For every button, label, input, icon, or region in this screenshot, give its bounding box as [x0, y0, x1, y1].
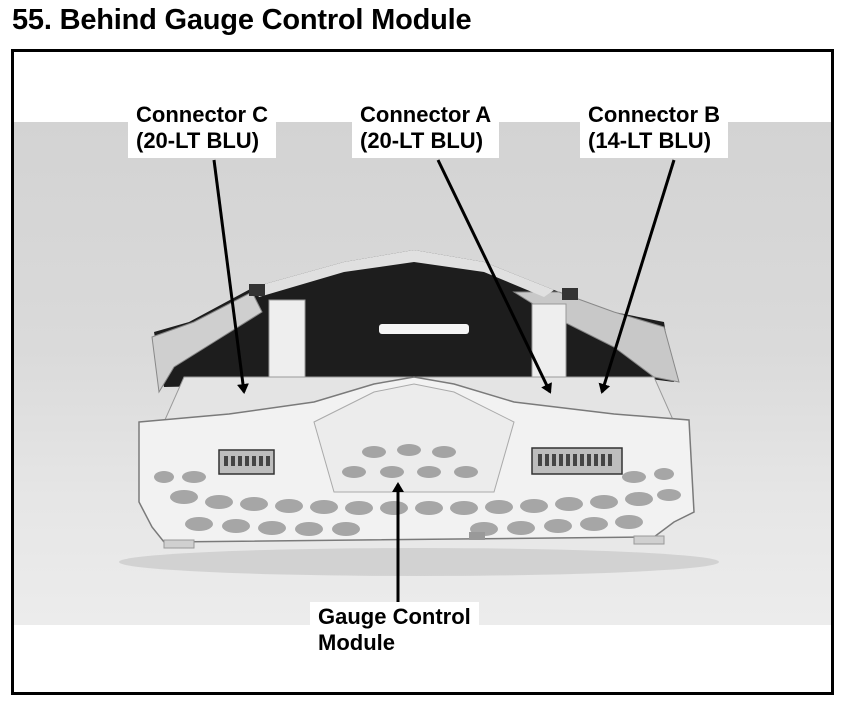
callout-connector-b-spec: (14-LT BLU) [588, 128, 712, 153]
callout-gauge-module-name-2: Module [318, 630, 395, 655]
callout-connector-c-spec: (20-LT BLU) [136, 128, 260, 153]
callout-connector-b-name: Connector B [588, 102, 720, 127]
callout-connector-a: Connector A (20-LT BLU) [352, 100, 500, 158]
callout-connector-c-name: Connector C [136, 102, 268, 127]
callout-gauge-module: Gauge Control Module [310, 602, 479, 660]
callout-gauge-module-name: Gauge Control [318, 604, 471, 629]
callout-connector-a-spec: (20-LT BLU) [360, 128, 484, 153]
callout-connector-c: Connector C (20-LT BLU) [128, 100, 276, 158]
gauge-module-photo [14, 122, 831, 625]
page-title: 55. Behind Gauge Control Module [12, 4, 472, 36]
callout-connector-b: Connector B (14-LT BLU) [580, 100, 728, 158]
gauge-module-illustration [119, 250, 719, 576]
figure-frame: Connector C (20-LT BLU) Connector A (20-… [11, 49, 834, 695]
callout-connector-a-name: Connector A [360, 102, 492, 127]
